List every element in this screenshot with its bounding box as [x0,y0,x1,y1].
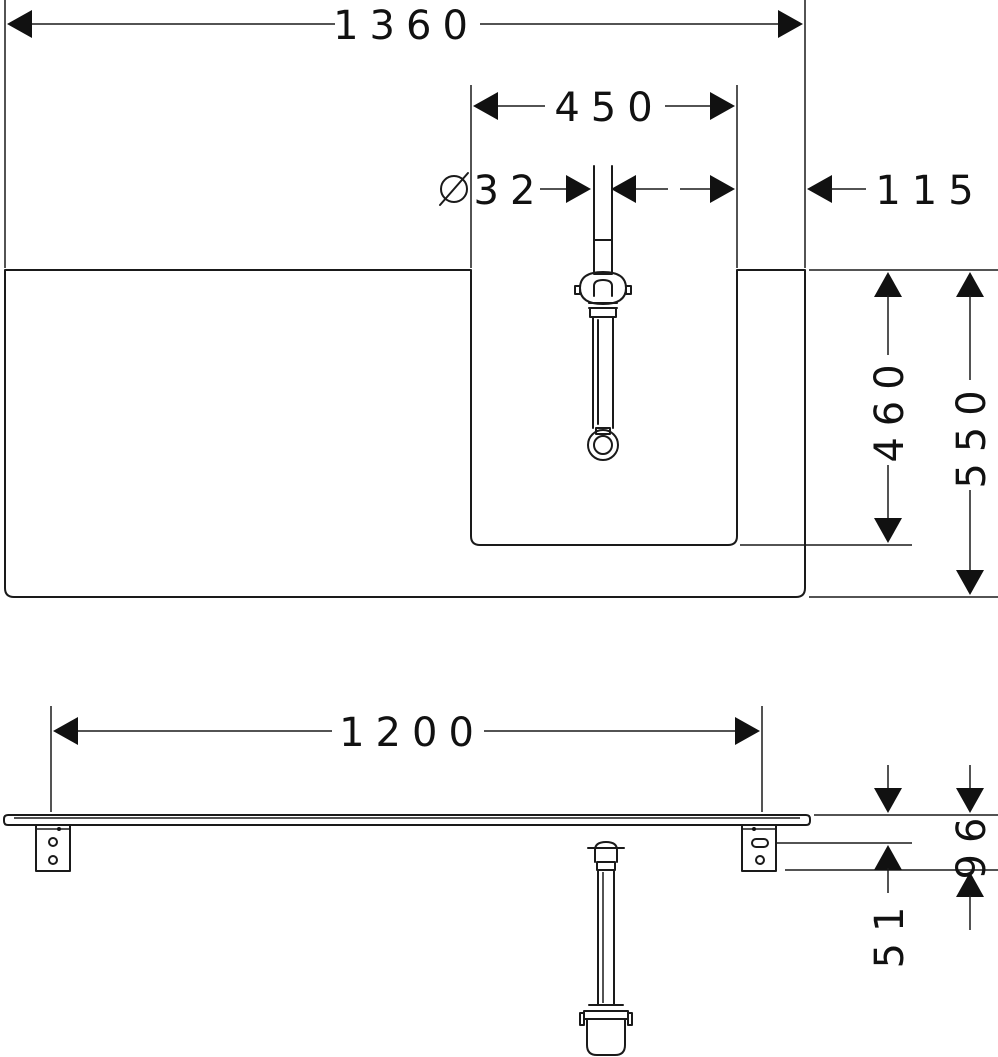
dim-115-label: 115 [875,168,984,214]
dimension-overall-width: 1360 [7,3,803,49]
countertop-side-profile [3,814,811,826]
dim-450-label: 450 [554,85,663,131]
dimension-pipe-diameter: 32 [439,168,735,214]
dimension-bracket-height: 51 [867,765,913,968]
dim-1360-label: 1360 [333,3,479,49]
dimension-basin-depth: 460 [867,272,913,543]
dim-460-label: 460 [867,353,913,462]
side-view: 1200 [3,706,998,1056]
top-view: 1360 450 32 115 [4,0,998,598]
siphon-drain [579,841,633,1056]
spout-pipe [574,165,632,461]
dimension-overall-depth: 550 [949,272,995,595]
dimension-bracket-spacing: 1200 [53,710,760,756]
dim-1200-label: 1200 [339,710,485,756]
dim-96-label: 96 [949,807,995,880]
dim-550-label: 550 [949,379,995,488]
countertop-outline [4,269,806,598]
wall-bracket-right [741,824,777,872]
dimension-right-offset: 115 [807,168,984,214]
dimension-basin-width: 450 [473,85,735,131]
dimension-total-height: 96 [949,765,995,930]
wall-bracket-left [35,824,71,872]
diameter-symbol-icon [440,175,468,203]
dim-32-label: 32 [474,168,547,214]
dim-51-label: 51 [867,896,913,969]
